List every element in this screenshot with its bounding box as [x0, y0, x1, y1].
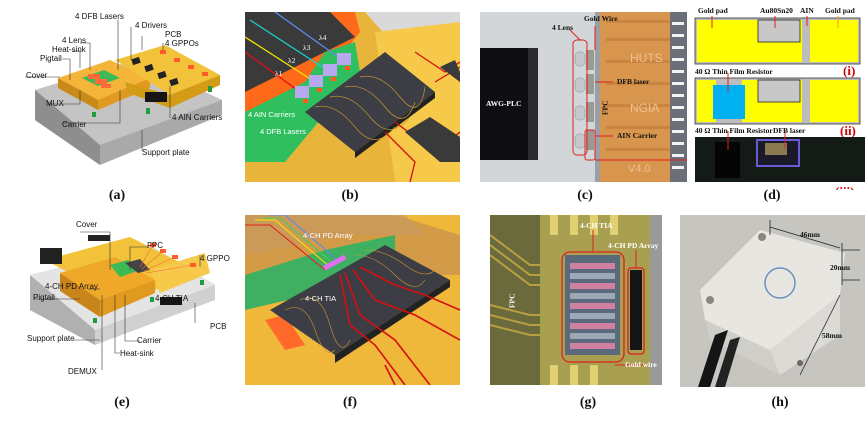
- panel-f-illustration: [245, 215, 460, 385]
- panel-b-illustration: [245, 12, 460, 182]
- label-ain-carrier-c: AIN Carrier: [617, 131, 658, 140]
- label-ain-carriers-b: 4 AIN Carriers: [248, 110, 296, 119]
- panel-c-transmitter-photo: AWG-PLC 4 Lens Gold Wire DFB laser FPC A…: [480, 12, 687, 182]
- label-cover-e: Cover: [76, 220, 98, 229]
- panel-d-carrier-layouts: Gold pad Au80Sn20 AIN Gold pad (i) 40 Ω …: [685, 0, 865, 190]
- label-fpc-e: FPC: [147, 241, 163, 250]
- label-heat-sink-e: Heat-sink: [120, 349, 154, 358]
- label-pigtail-e: Pigtail: [33, 293, 55, 302]
- label-tia-g: 4-CH TIA: [580, 221, 613, 230]
- label-gppos-e: 4 GPPOs: [200, 254, 230, 263]
- label-gold-wire-g: Gold wire: [625, 360, 657, 369]
- label-pd-array-g: 4-CH PD Array: [608, 241, 659, 250]
- caption-a: (a): [108, 188, 126, 203]
- label-fpc-c: FPC: [600, 100, 610, 116]
- roman-i: (i): [843, 63, 856, 78]
- label-gold-pad-right: Gold pad: [825, 6, 855, 15]
- logo: [764, 267, 796, 299]
- caption-g: (g): [579, 395, 597, 410]
- label-carrier: Carrier: [62, 120, 87, 129]
- pd-array-chip: [630, 270, 642, 350]
- roman-ii: (ii): [840, 123, 856, 138]
- panel-a-illustration: [25, 20, 222, 165]
- label-pd-array-f: 4-CH PD Array: [303, 231, 353, 240]
- module-housing-top: [700, 230, 845, 350]
- label-cover: Cover: [26, 71, 48, 80]
- label-ain-carriers: 4 AIN Carriers: [172, 113, 223, 122]
- thin-film-resistor: [713, 85, 745, 119]
- chip-shape: [305, 52, 435, 152]
- board-text-3: V4.0: [628, 163, 651, 175]
- awg-plc-chip: [480, 48, 528, 160]
- carrier-highlight-box: [584, 129, 596, 161]
- caption-f: (f): [343, 395, 357, 410]
- panel-c-illustration: [480, 12, 687, 182]
- label-thin-film-resistor-iii: 40 Ω Thin Film Resistor: [695, 126, 773, 135]
- label-dfb-lasers: 4 DFB Lasers: [75, 12, 124, 21]
- panel-e-receiver-schematic: Cover FPC 4 GPPOs 4-CH PD Array Pigtail …: [0, 215, 230, 385]
- panel-h-module-photo: 46mm 20mm 58mm: [680, 215, 865, 387]
- label-dfb-laser-c: DFB laser: [617, 77, 650, 86]
- label-thin-film-resistor-ii: 40 Ω Thin Film Resistor: [695, 67, 773, 76]
- label-heat-sink: Heat-sink: [52, 45, 86, 54]
- panel-f-receiver-closeup: 4-CH PD Array 4-CH TIA: [245, 215, 460, 385]
- label-tia-e: 4-CH TIA: [155, 294, 189, 303]
- label-mux: MUX: [46, 99, 64, 108]
- label-ain: AIN: [800, 6, 814, 15]
- label-gold-pad-left: Gold pad: [698, 6, 728, 15]
- label-carrier-e: Carrier: [137, 336, 162, 345]
- label-dfb-laser-d: DFB laser: [773, 126, 806, 135]
- panel-e-illustration: [30, 231, 215, 370]
- pd-array-shape: [322, 254, 347, 271]
- label-fpc-g: FPC: [507, 293, 517, 309]
- label-lens-c: 4 Lens: [552, 23, 574, 32]
- panel-g-receiver-photo: 4-CH TIA 4-CH PD Array FPC Gold wire: [490, 215, 662, 385]
- label-demux: DEMUX: [68, 367, 97, 376]
- label-support-plate: Support plate: [142, 148, 190, 157]
- tia-chip-shape: [270, 245, 450, 355]
- label-au80sn20: Au80Sn20: [760, 6, 793, 15]
- label-tia-f: 4-CH TIA: [305, 294, 337, 303]
- caption-d: (d): [763, 188, 781, 203]
- panel-b-transmitter-closeup: λ1 λ2 λ3 λ4 4 AIN Carriers 4 DFB Lasers: [245, 12, 460, 182]
- caption-e: (e): [114, 395, 130, 410]
- label-gold-wire-c: Gold Wire: [584, 14, 618, 23]
- pcb-shape: [115, 45, 220, 95]
- board-text-2: NGIA: [630, 101, 660, 115]
- label-pcb: PCB: [165, 30, 182, 39]
- caption-h: (h): [771, 395, 789, 410]
- label-length-dim: 58mm: [822, 331, 842, 340]
- label-awg-plc: AWG-PLC: [486, 99, 522, 108]
- label-lambda-2: λ2: [288, 56, 296, 65]
- panel-a-transmitter-schematic: 4 DFB Lasers 4 Drivers PCB 4 GPPOs 4 Len…: [0, 0, 230, 180]
- caption-c: (c): [577, 188, 593, 203]
- panel-h-illustration: [680, 215, 865, 387]
- roman-iii: (iii): [835, 184, 855, 190]
- label-lambda-1: λ1: [275, 69, 283, 78]
- label-lambda-3: λ3: [303, 43, 311, 52]
- label-lambda-4: λ4: [319, 33, 327, 42]
- label-pd-array-e: 4-CH PD Array: [45, 282, 98, 291]
- label-gppos: 4 GPPOs: [165, 39, 199, 48]
- label-width-dim: 46mm: [800, 230, 820, 239]
- label-pigtail: Pigtail: [40, 54, 62, 63]
- board-text-1: HUTS: [630, 51, 663, 65]
- label-height-dim: 20mm: [830, 263, 850, 272]
- caption-b: (b): [341, 188, 359, 203]
- label-support-plate-e: Support plate: [27, 334, 75, 343]
- label-dfb-lasers-b: 4 DFB Lasers: [260, 127, 306, 136]
- panel-g-illustration: [490, 215, 662, 385]
- label-pcb-e: PCB: [210, 322, 227, 331]
- label-drivers: 4 Drivers: [135, 21, 168, 30]
- panel-d-illustration: [694, 16, 865, 182]
- label-lens: 4 Lens: [62, 36, 87, 45]
